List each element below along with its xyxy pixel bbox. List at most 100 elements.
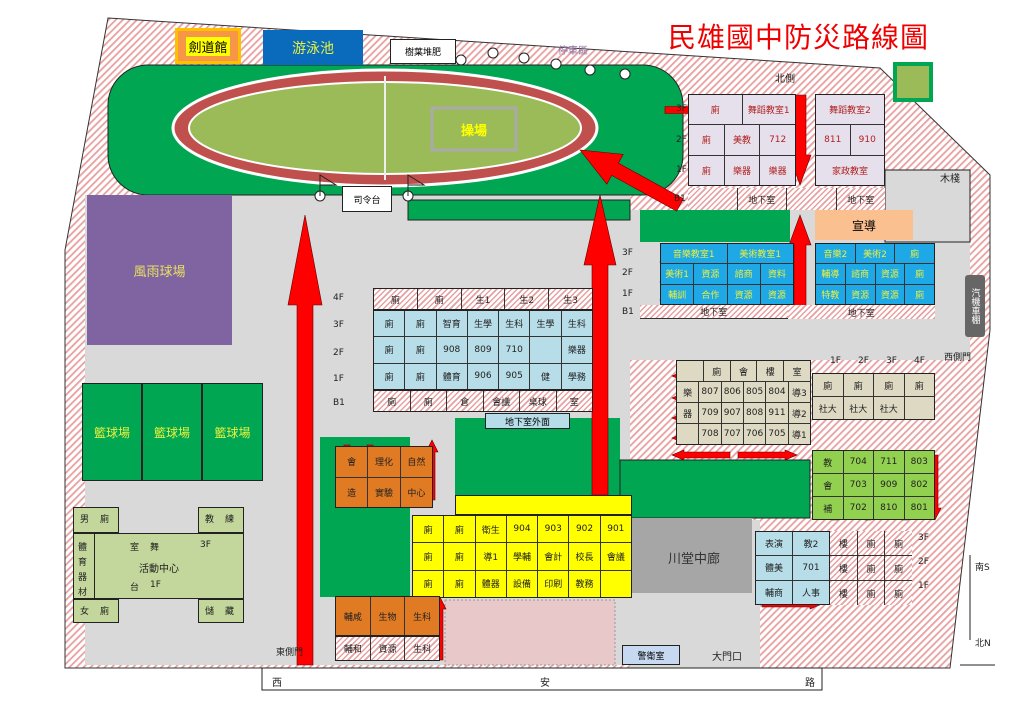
room-cell: 地下室 [640,305,788,318]
room-cell: 地下室 [787,305,935,319]
room-cell [904,397,934,419]
activity-center-room-label: 室 [130,543,140,553]
room-cell: 910 [850,125,884,155]
room-cell: 廁 [374,363,406,389]
building-floor: 造實驗中心 [336,477,432,507]
paved-area [444,599,616,666]
room-cell: 器 [677,403,700,423]
room-cell: 廁 [405,311,437,337]
room-cell: 廁 [874,374,905,396]
room-cell: 音樂2 [816,244,856,264]
room-cell: 會 [730,361,758,381]
building-floor: 地下室 [787,305,935,319]
building-floor: 會理化自然 [336,447,432,478]
floor-label: 4F [914,356,925,366]
room-cell: 會計 [538,543,570,570]
room-cell: 地下室 [836,188,885,210]
room-cell: 708 [699,424,722,444]
room-cell: 舞蹈教室2 [816,95,884,125]
activity-center-label: 活動中心 [139,564,179,575]
floor-label: B1 [333,398,345,408]
orange-building-north: 會理化自然造實驗中心 [335,446,433,508]
room-cell: 輔導 [816,264,846,284]
room-cell: 廁 [413,570,445,597]
road [261,667,823,691]
floor-label: 2F [918,557,929,567]
room-cell: 會 [813,474,844,496]
room-cell: 712 [760,125,796,155]
room-cell: 廁 [405,363,437,389]
room-cell: 家政教室 [816,155,884,185]
room-cell: 生科 [405,597,440,635]
field-label: 操場 [460,123,487,139]
room-cell: 廁 [374,337,406,363]
room-cell: 廁 [885,531,913,555]
west-gate-label: 西側門 [944,353,972,363]
room-cell: 中心 [400,477,432,507]
room-cell: 生1 [461,289,506,309]
room-cell: 廁 [413,516,445,543]
room-cell: 廁 [444,516,476,543]
room-cell: 學輔 [506,543,539,570]
activity-center-room-label: 教 [205,515,215,525]
floor-label: 1F [622,289,633,299]
room-cell: 資料 [760,264,793,284]
yellow-building-corridor [455,495,632,515]
room-cell: 諮商 [727,264,761,284]
room-cell: 資源 [875,284,906,304]
room-cell: 樂器 [760,155,796,185]
room-cell: 807 [699,382,722,402]
floor-label: 1F [333,374,344,384]
building-floor: 廁會樓室 [677,361,810,382]
central-building-basement: 廁廁倉會議桌球室 [373,390,593,412]
room-cell: 911 [766,403,789,423]
room-cell: 桌球 [520,391,557,411]
room-cell: 705 [766,424,789,444]
guard-room: 警衛室 [622,645,680,665]
room-cell: 生科 [561,311,592,337]
room-cell: 學務 [561,363,592,389]
activity-center-room-label: 廁 [100,607,110,617]
room-cell: 909 [874,474,905,496]
green-east [619,459,811,519]
compost-area: 樹葉堆肥 [390,39,456,64]
room-cell: 設備 [506,570,539,597]
building-floor: 樓廁廁 [830,581,913,605]
room-cell: 901 [600,516,631,543]
room-cell: 廁 [417,289,462,309]
room-cell: 輔訓 [661,284,695,304]
room-cell: 資源 [760,284,793,304]
activity-center-room-label: 練 [225,515,235,525]
room-cell: 衛生 [475,516,507,543]
room-cell: 輔和 [336,637,371,660]
activity-center-room-label: 體 [78,543,88,553]
room-cell [677,424,700,444]
music-building-basement: 地下室地下室 [640,305,935,319]
evacuation-arrow [737,449,798,461]
room-cell: 廁 [813,374,844,396]
room-cell: 905 [499,363,531,389]
room-cell: 廁 [413,543,445,570]
main-gate[interactable]: 大門口 [712,652,742,663]
room-cell: 廁 [857,556,886,580]
building-floor: 地下室 [640,305,788,319]
room-cell: 導2 [788,403,810,423]
building-floor: 地下室地下室 [688,188,885,210]
building-floor: 輔咸生物生科 [336,597,440,635]
room-cell: 廁 [374,311,406,337]
building-floor: 樓廁廁 [830,531,913,556]
room-cell: 美術教室1 [727,244,793,264]
floor-label: 3F [886,356,897,366]
flag-icons [319,174,426,196]
